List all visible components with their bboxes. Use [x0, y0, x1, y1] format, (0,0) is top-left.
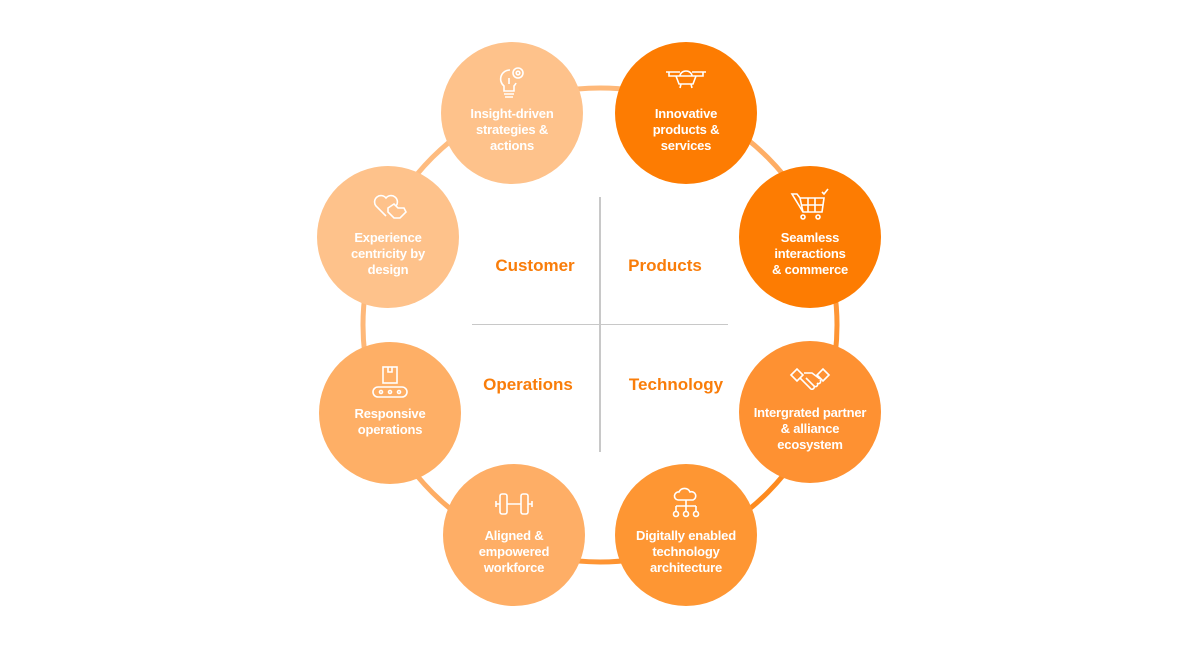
dumbbell-icon	[495, 493, 533, 515]
node-seamless-interactions: Seamless interactions & commerce	[739, 166, 881, 308]
node-innovative-products: Innovative products & services	[615, 42, 757, 184]
handshake-icon	[789, 367, 831, 391]
quadrant-products: Products	[628, 256, 702, 275]
node-label: Intergrated partner & alliance ecosystem	[753, 405, 867, 452]
lightbulb-gear-icon	[499, 67, 524, 98]
node-label: Digitally enabled technology architectur…	[636, 528, 736, 575]
node-label: Experience centricity by design	[351, 230, 425, 277]
shopping-cart-check-icon	[790, 188, 829, 220]
node-label: Aligned & empowered workforce	[478, 528, 550, 575]
node-experience-centricity: Experience centricity by design	[317, 166, 459, 308]
quadrant-operations: Operations	[483, 375, 573, 394]
node-responsive-operations: Responsive operations	[319, 342, 461, 484]
node-label: Innovative products & services	[652, 106, 720, 153]
horizontal-divider	[472, 323, 728, 325]
drone-icon	[666, 70, 706, 89]
conveyor-box-icon	[372, 366, 408, 398]
heart-hand-icon	[373, 194, 407, 219]
cloud-network-icon	[672, 487, 700, 518]
node-insight-driven: Insight-driven strategies & actions	[441, 42, 583, 184]
node-digitally-enabled: Digitally enabled technology architectur…	[615, 464, 757, 606]
node-label: Seamless interactions & commerce	[771, 230, 849, 277]
node-label: Responsive operations	[354, 406, 426, 437]
quadrant-customer: Customer	[495, 256, 575, 275]
node-aligned-workforce: Aligned & empowered workforce	[443, 464, 585, 606]
quadrant-technology: Technology	[628, 375, 724, 394]
node-label: Insight-driven strategies & actions	[470, 106, 554, 153]
node-integrated-partner: Intergrated partner & alliance ecosystem	[739, 341, 881, 483]
